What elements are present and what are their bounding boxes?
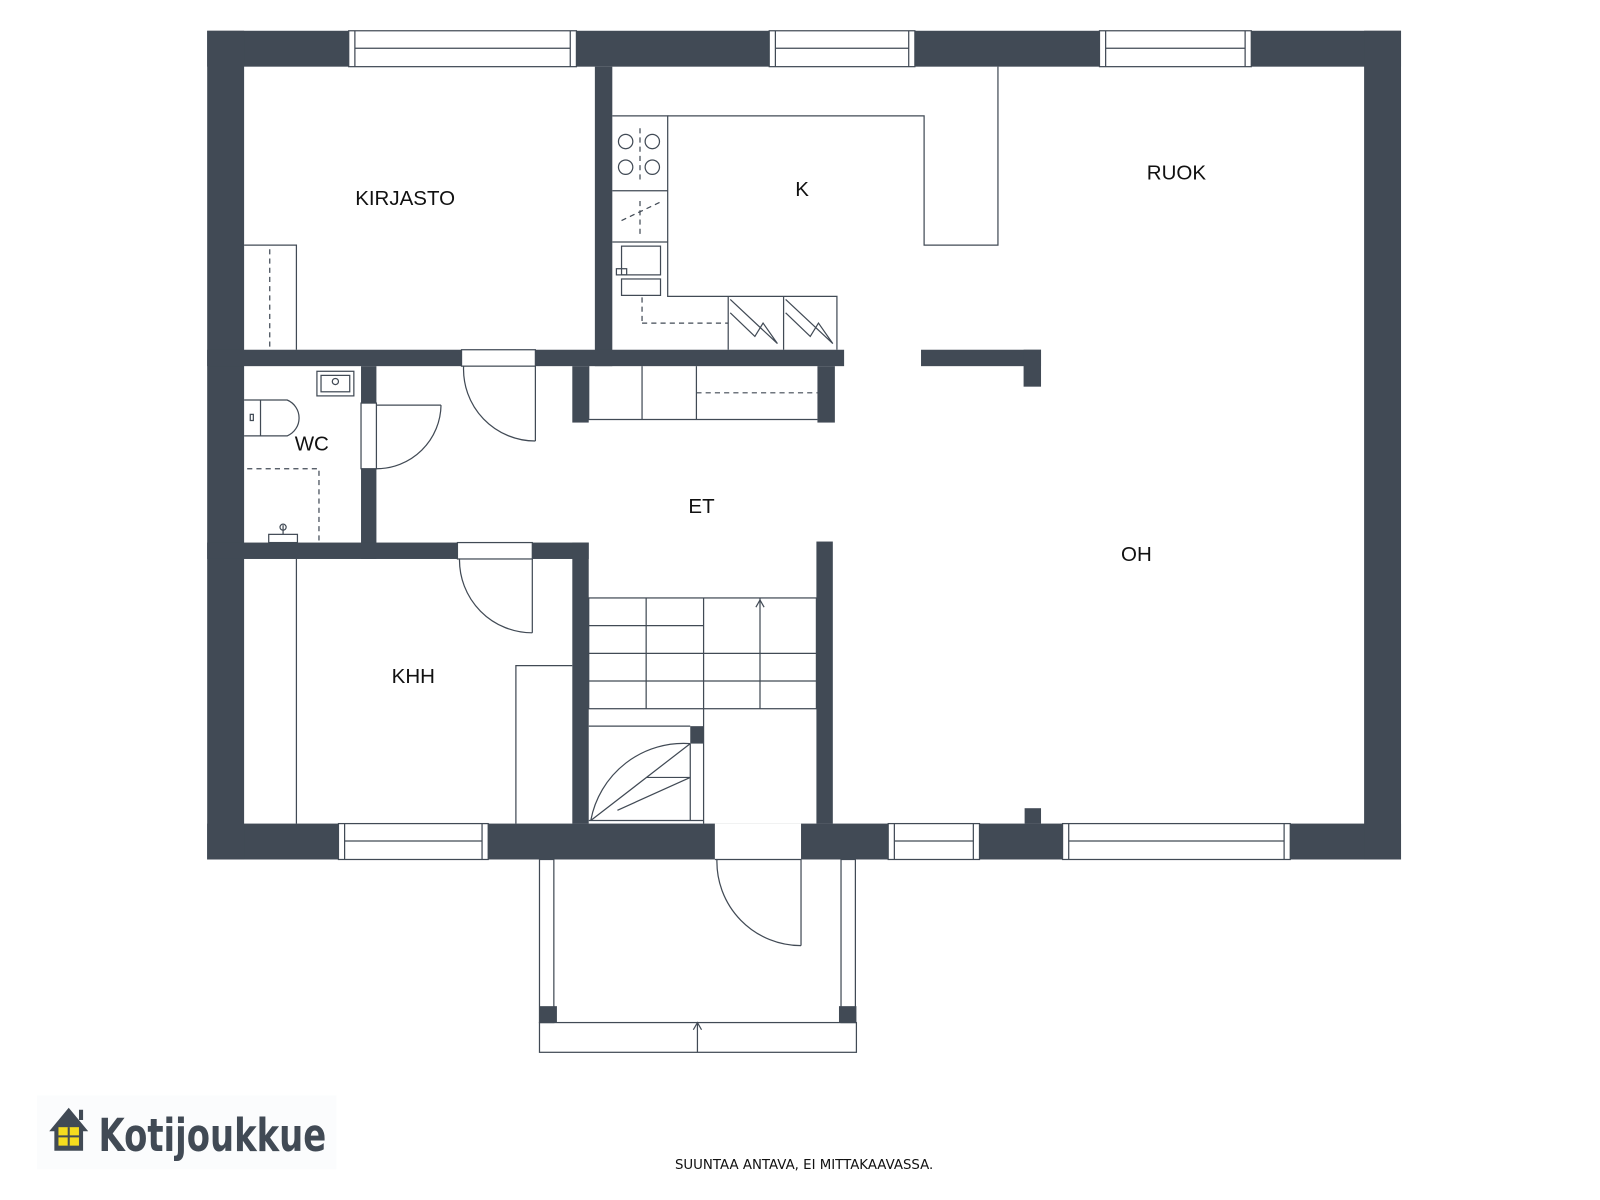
room-label-keittio: K xyxy=(795,178,809,201)
kirjasto-wardrobe xyxy=(244,244,298,350)
house-icon xyxy=(49,1107,89,1151)
room-label-ruok: RUOK xyxy=(1147,161,1207,184)
outer-walls xyxy=(207,30,1402,860)
windows xyxy=(337,30,1291,861)
room-label-oh: OH xyxy=(1121,543,1152,566)
doors xyxy=(360,349,802,947)
logo-name: Kotijoukkue xyxy=(98,1109,326,1162)
kitchen-fixtures xyxy=(612,66,999,350)
room-label-et: ET xyxy=(688,495,715,518)
logo: Kotijoukkue xyxy=(36,1095,337,1170)
room-label-kirjasto: KIRJASTO xyxy=(355,187,455,210)
porch xyxy=(538,858,858,1053)
disclaimer-text: SUUNTAA ANTAVA, EI MITTAKAAVASSA. xyxy=(675,1158,933,1173)
inner-walls xyxy=(207,66,1042,824)
stairs xyxy=(588,597,818,824)
room-label-wc: WC xyxy=(295,432,329,455)
wc-fixtures xyxy=(244,370,355,544)
khh-fixtures xyxy=(295,558,573,824)
hall-closet xyxy=(588,366,818,421)
entrance-opening xyxy=(714,823,802,860)
room-label-khh: KHH xyxy=(392,665,435,688)
